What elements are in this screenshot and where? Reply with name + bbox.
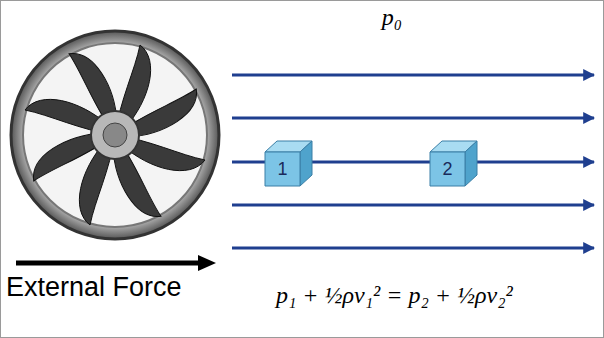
fluid-cube: 2 <box>427 138 479 188</box>
force-label: External Force <box>6 272 182 303</box>
cube-number: 1 <box>277 159 287 180</box>
cube-number: 2 <box>442 159 452 180</box>
cube-shape <box>427 138 479 188</box>
fan <box>11 31 219 239</box>
fluid-cube: 1 <box>262 138 314 188</box>
cube-shape <box>262 138 314 188</box>
pressure-label: p₀ <box>382 4 402 31</box>
force-arrow <box>16 255 216 271</box>
bernoulli-equation: p₁ + ½ρv₁² = p₂ + ½ρv₂² <box>276 282 513 309</box>
streamlines <box>232 75 594 248</box>
